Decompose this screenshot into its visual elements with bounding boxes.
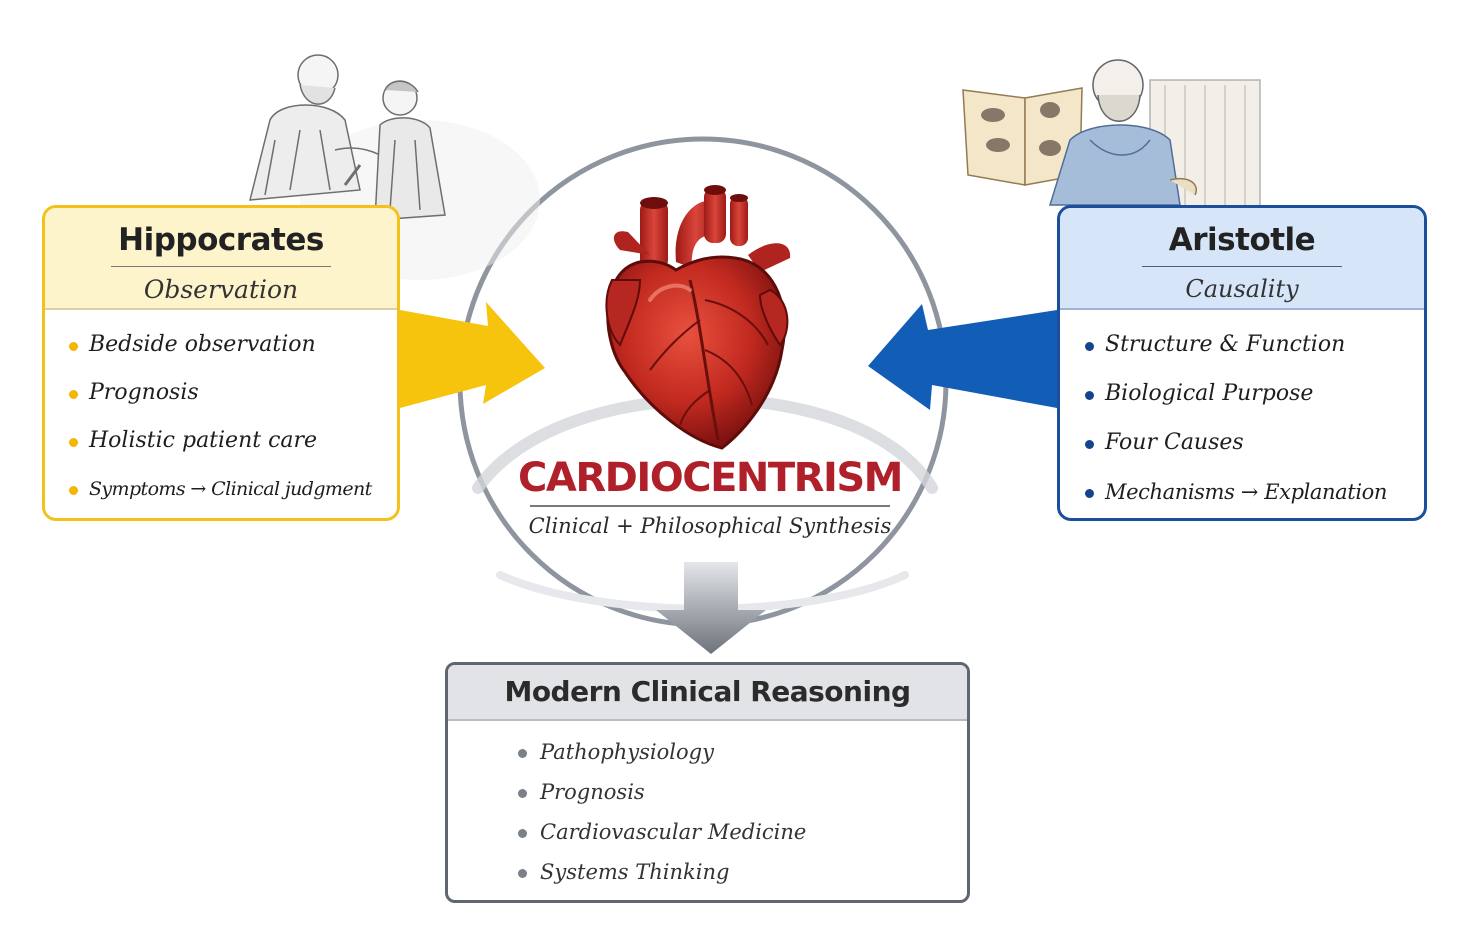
- hippocrates-box: Hippocrates Observation Bedside observat…: [42, 205, 400, 521]
- hippocrates-subtitle: Observation: [143, 275, 299, 304]
- bullet-icon: [69, 486, 78, 495]
- list-item: Cardiovascular Medicine: [518, 817, 967, 857]
- bullet-icon: [69, 390, 78, 399]
- heart-icon: [605, 185, 791, 450]
- bullet-icon: [69, 342, 78, 351]
- bullet-icon: [1085, 391, 1094, 400]
- list-item: Four Causes: [1085, 428, 1424, 477]
- hippocrates-divider: [111, 266, 331, 267]
- aristotle-illustration: [962, 59, 1261, 211]
- modern-reasoning-box: Modern Clinical Reasoning Pathophysiolog…: [445, 662, 970, 903]
- list-item: Pathophysiology: [518, 737, 967, 777]
- bullet-icon: [518, 829, 527, 838]
- aristotle-arrow: [868, 304, 1057, 410]
- list-item: Structure & Function: [1085, 330, 1424, 379]
- list-item: Prognosis: [69, 378, 397, 426]
- list-item: Systems Thinking: [518, 857, 967, 897]
- center-title: CARDIOCENTRISM: [518, 455, 903, 501]
- hippocrates-header: Hippocrates Observation: [45, 208, 397, 310]
- list-item: Mechanisms → Explanation: [1085, 477, 1424, 518]
- hippocrates-arrow: [400, 302, 545, 408]
- aristotle-header: Aristotle Causality: [1060, 208, 1424, 310]
- aristotle-list: Structure & Function Biological Purpose …: [1060, 310, 1424, 518]
- bullet-icon: [1085, 489, 1094, 498]
- bullet-icon: [69, 438, 78, 447]
- aristotle-title: Aristotle: [1168, 222, 1316, 258]
- list-item: Biological Purpose: [1085, 379, 1424, 428]
- bullet-icon: [1085, 440, 1094, 449]
- aristotle-box: Aristotle Causality Structure & Function…: [1057, 205, 1427, 521]
- aristotle-divider: [1142, 266, 1342, 267]
- list-item: Holistic patient care: [69, 426, 397, 474]
- down-arrow: [656, 562, 766, 654]
- list-item: Symptoms → Clinical judgment: [69, 474, 397, 518]
- list-item: Bedside observation: [69, 330, 397, 378]
- hippocrates-title: Hippocrates: [118, 222, 324, 258]
- modern-header: Modern Clinical Reasoning: [448, 665, 967, 721]
- list-item: Prognosis: [518, 777, 967, 817]
- modern-title: Modern Clinical Reasoning: [504, 675, 911, 708]
- bullet-icon: [518, 749, 527, 758]
- hippocrates-list: Bedside observation Prognosis Holistic p…: [45, 310, 397, 518]
- bullet-icon: [518, 789, 527, 798]
- center-divider: [530, 505, 890, 507]
- center-subtitle: Clinical + Philosophical Synthesis: [528, 514, 892, 538]
- aristotle-subtitle: Causality: [1185, 275, 1299, 303]
- modern-list: Pathophysiology Prognosis Cardiovascular…: [448, 721, 967, 897]
- bullet-icon: [1085, 342, 1094, 351]
- bullet-icon: [518, 869, 527, 878]
